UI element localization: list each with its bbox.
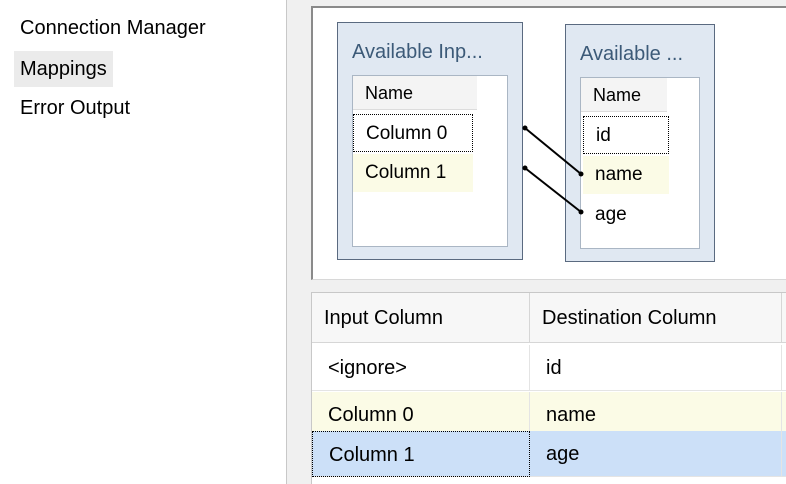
destination-column-list: Name id name age bbox=[580, 77, 700, 249]
grid-row[interactable]: Column 0 name bbox=[312, 392, 786, 438]
link-endpoint bbox=[578, 171, 584, 177]
input-column-list: Name Column 0 Column 1 bbox=[352, 75, 508, 247]
mapping-line-column0-name[interactable] bbox=[524, 127, 582, 175]
available-destination-columns-box[interactable]: Available ... Name id name age bbox=[565, 24, 715, 262]
input-column-1[interactable]: Column 1 bbox=[353, 154, 473, 192]
mapping-diagram: Available Inp... Name Column 0 Column 1 … bbox=[311, 6, 786, 280]
input-column-cell[interactable]: <ignore> bbox=[312, 345, 530, 391]
input-list-header: Name bbox=[353, 76, 477, 110]
input-column-0[interactable]: Column 0 bbox=[353, 114, 473, 152]
nav-item-connection-manager[interactable]: Connection Manager bbox=[20, 17, 206, 39]
destination-column-cell[interactable]: id bbox=[530, 345, 782, 391]
grid-row-selected[interactable]: Column 1 age bbox=[312, 431, 786, 477]
mapping-line-column1-age[interactable] bbox=[524, 167, 582, 213]
destination-column-id[interactable]: id bbox=[583, 116, 669, 154]
nav-item-error-output[interactable]: Error Output bbox=[20, 97, 131, 119]
mapping-grid: Input Column Destination Column <ignore>… bbox=[311, 292, 786, 484]
grid-header: Input Column Destination Column bbox=[312, 293, 786, 343]
mapping-links bbox=[522, 125, 584, 215]
header-input-column[interactable]: Input Column bbox=[312, 293, 530, 343]
destination-list-header: Name bbox=[581, 78, 667, 112]
available-input-columns-box[interactable]: Available Inp... Name Column 0 Column 1 bbox=[337, 22, 523, 260]
navigation-pane: Connection Manager Mappings Error Output bbox=[0, 0, 287, 484]
grid-row[interactable]: <ignore> id bbox=[312, 345, 786, 391]
link-endpoint bbox=[522, 165, 528, 171]
link-endpoint bbox=[578, 209, 584, 215]
destination-column-name[interactable]: name bbox=[583, 156, 669, 194]
input-column-cell[interactable]: Column 0 bbox=[312, 392, 530, 438]
destination-column-cell[interactable]: age bbox=[530, 431, 782, 477]
input-column-cell[interactable]: Column 1 bbox=[312, 431, 530, 477]
header-destination-column[interactable]: Destination Column bbox=[530, 293, 782, 343]
link-endpoint bbox=[522, 125, 528, 131]
nav-item-mappings[interactable]: Mappings bbox=[14, 51, 113, 87]
destination-column-cell[interactable]: name bbox=[530, 392, 782, 438]
destination-column-age[interactable]: age bbox=[595, 204, 627, 225]
